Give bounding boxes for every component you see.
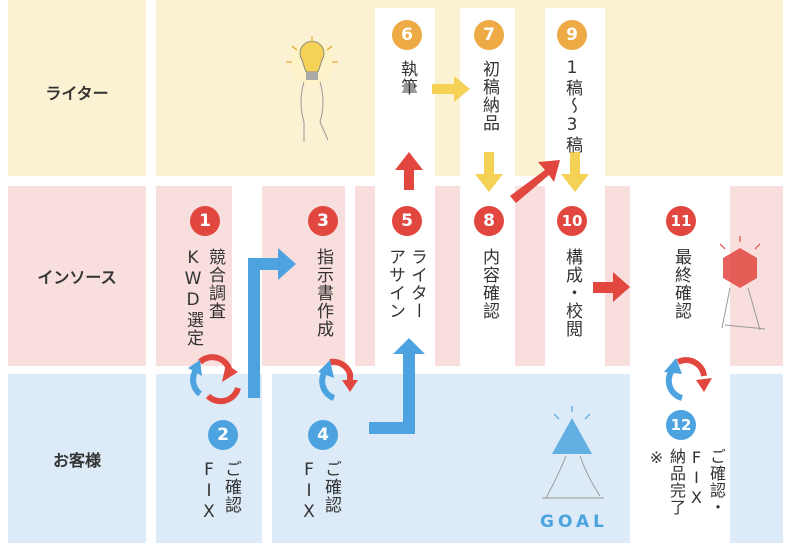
- step-1-text: 競合調査 KWD選定: [183, 248, 225, 347]
- hand-icon: [721, 287, 766, 331]
- arrow-icon: [395, 152, 630, 302]
- refresh-icon: [188, 354, 241, 405]
- step-8-text: 内容確認: [479, 248, 499, 320]
- step-7-text: 初稿納品: [479, 60, 499, 132]
- refresh-icon: [318, 358, 358, 401]
- hand-icon: [300, 81, 329, 142]
- lane-label-writer: ライター: [8, 8, 146, 176]
- lightbulb-icon: [286, 36, 338, 84]
- step-4-badge: 4: [308, 420, 338, 450]
- step-2-text: ご確認 FIX: [199, 460, 241, 523]
- step-6-badge: 6: [392, 20, 422, 50]
- step-7-badge: 7: [474, 20, 504, 50]
- step-11-text: 最終確認: [671, 248, 691, 320]
- step-10-badge: 10: [557, 206, 587, 236]
- step-3-text: 指示書作成: [313, 248, 333, 338]
- arrow-icon: [248, 248, 425, 434]
- lightbulb-icon: [552, 406, 592, 454]
- step-8-badge: 8: [474, 206, 504, 236]
- lane-label-client: お客様: [8, 374, 146, 543]
- lightbulb-icon: [719, 236, 761, 288]
- lane-label-insource: インソース: [8, 186, 146, 366]
- arrow-icon: [432, 76, 589, 192]
- step-2-badge: 2: [208, 420, 238, 450]
- step-6-text: 執筆: [397, 60, 417, 96]
- hand-icon: [542, 455, 604, 499]
- step-12-text: ご確認・ FIX 納品完了 ※: [647, 448, 726, 516]
- step-5-badge: 5: [392, 206, 422, 236]
- step-9-badge: 9: [557, 20, 587, 50]
- step-10-text: 構成・校閲: [562, 248, 582, 338]
- step-1-badge: 1: [190, 206, 220, 236]
- step-11-badge: 11: [666, 206, 696, 236]
- step-4-text: ご確認 FIX: [299, 460, 341, 523]
- step-5-text: ライター アサイン: [385, 248, 427, 320]
- step-9-text: 1稿～3稿: [562, 58, 582, 154]
- step-12-badge: 12: [666, 410, 696, 440]
- goal-label: GOAL: [540, 512, 608, 532]
- step-3-badge: 3: [308, 206, 338, 236]
- refresh-icon: [664, 357, 712, 401]
